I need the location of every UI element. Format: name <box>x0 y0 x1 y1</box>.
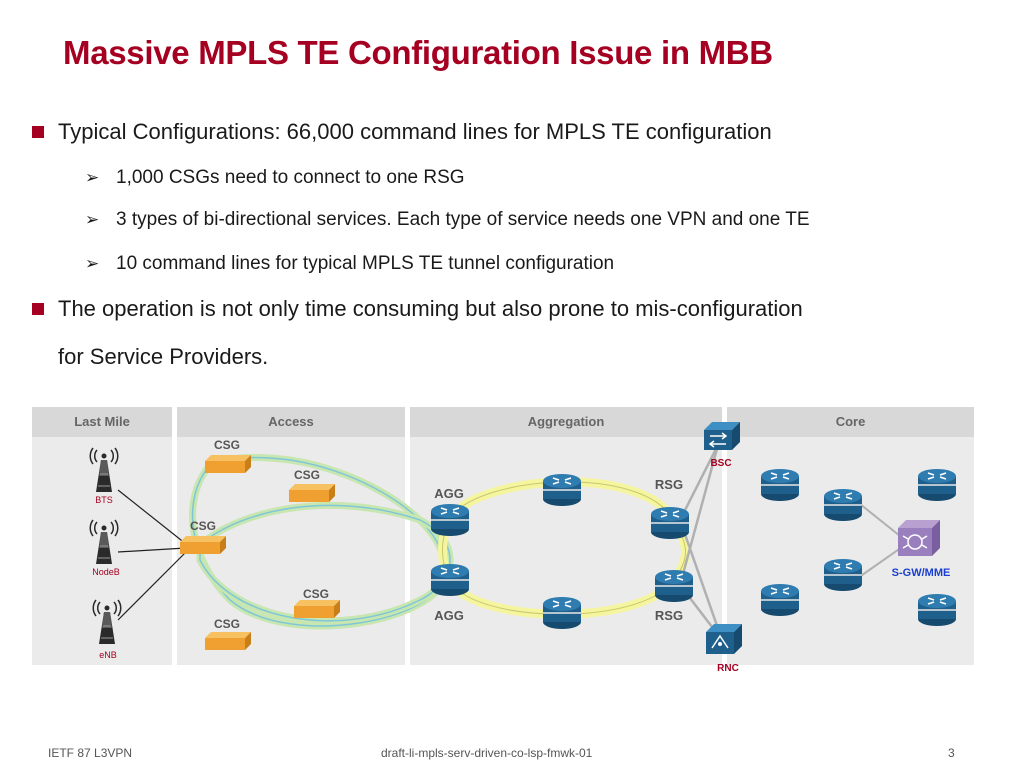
enb-label: eNB <box>99 650 117 660</box>
section-header: Access <box>177 407 405 437</box>
bullet-2-line-2: for Service Providers. <box>58 344 269 369</box>
bullet-square-icon <box>32 303 44 315</box>
bullet-2-line-1: The operation is not only time consuming… <box>58 296 803 321</box>
bsc-switch-icon <box>704 422 740 450</box>
last-mile-links <box>117 489 187 621</box>
enb-tower-icon <box>92 599 122 645</box>
footer-center: draft-li-mpls-serv-driven-co-lsp-fmwk-01 <box>381 746 593 760</box>
slide-title: Massive MPLS TE Configuration Issue in M… <box>63 34 773 71</box>
rsg-router-icon <box>650 506 690 540</box>
router-icon <box>760 583 800 617</box>
csg-switch-icon <box>289 484 335 502</box>
section-header: Aggregation <box>410 407 722 437</box>
agg-label: AGG <box>434 486 464 501</box>
router-icon <box>917 468 957 502</box>
sgw-mme-label: S-GW/MME <box>892 567 951 579</box>
nodeb-label: NodeB <box>92 567 120 577</box>
sgw-mme-icon <box>898 520 940 556</box>
bts-tower-icon <box>89 447 119 493</box>
sub-bullet-2: 3 types of bi-directional services. Each… <box>116 209 810 230</box>
arrow-bullet-icon: ➢ <box>85 168 100 187</box>
arrow-bullet-icon: ➢ <box>85 210 100 229</box>
router-icon <box>917 593 957 627</box>
bsc-label: BSC <box>710 458 731 469</box>
bullet-square-icon <box>32 126 44 138</box>
bts-label: BTS <box>95 495 113 505</box>
section-header: Last Mile <box>32 407 172 437</box>
rsg-label: RSG <box>655 477 683 492</box>
page-number: 3 <box>948 746 955 760</box>
router-icon <box>542 596 582 630</box>
sub-bullet-3: 10 command lines for typical MPLS TE tun… <box>116 253 615 274</box>
router-icon <box>542 473 582 507</box>
router-icon <box>823 558 863 592</box>
agg-label: AGG <box>434 608 464 623</box>
router-icon <box>760 468 800 502</box>
csg-switch-icon <box>205 632 251 650</box>
csg-label: CSG <box>294 468 320 482</box>
rnc-switch-icon <box>706 624 742 654</box>
agg-router-icon <box>430 503 470 537</box>
router-icon <box>823 488 863 522</box>
nodeb-tower-icon <box>89 519 119 565</box>
csg-switch-icon <box>294 600 340 618</box>
csg-label: CSG <box>214 438 240 452</box>
rnc-label: RNC <box>717 663 739 674</box>
rsg-label: RSG <box>655 608 683 623</box>
section-header: Core <box>727 407 974 437</box>
rsg-router-icon <box>654 569 694 603</box>
csg-label: CSG <box>303 587 329 601</box>
csg-label: CSG <box>214 617 240 631</box>
core-links <box>854 499 906 581</box>
arrow-bullet-icon: ➢ <box>85 254 100 273</box>
csg-switch-icon <box>205 455 251 473</box>
sub-bullet-1: 1,000 CSGs need to connect to one RSG <box>116 167 465 188</box>
csg-label: CSG <box>190 519 216 533</box>
csg-switch-icon <box>180 536 226 554</box>
agg-router-icon <box>430 563 470 597</box>
footer-left: IETF 87 L3VPN <box>48 746 133 760</box>
bullet-1: Typical Configurations: 66,000 command l… <box>58 119 772 144</box>
